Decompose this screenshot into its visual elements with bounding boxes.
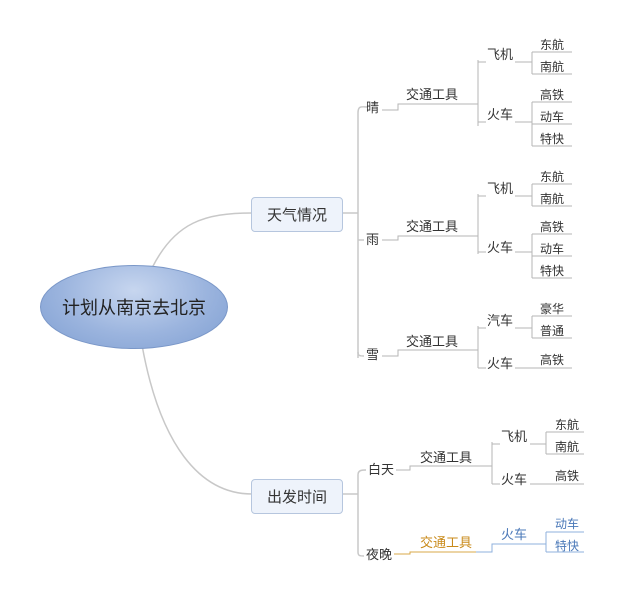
leaf-rainy-plane-1[interactable]: 东航 — [540, 170, 565, 184]
node-night-transport[interactable]: 交通工具 — [420, 536, 473, 551]
node-snowy-car[interactable]: 汽车 — [487, 314, 514, 329]
leaf-sunny-train-1[interactable]: 高铁 — [540, 88, 565, 102]
leaf-rainy-train-1[interactable]: 高铁 — [540, 220, 565, 234]
leaf-rainy-train-2[interactable]: 动车 — [540, 242, 565, 256]
connector-root-weather — [151, 212, 253, 269]
leaf-night-train-1[interactable]: 动车 — [555, 517, 580, 531]
leaf-sunny-plane-2[interactable]: 南航 — [540, 60, 565, 74]
leaf-day-train-1[interactable]: 高铁 — [555, 469, 580, 483]
node-time-label: 出发时间 — [266, 488, 327, 506]
connector-weather-sunny — [357, 106, 369, 114]
leaf-snowy-car-1[interactable]: 豪华 — [540, 302, 565, 316]
node-day[interactable]: 白天 — [368, 463, 395, 478]
node-time[interactable]: 出发时间 — [251, 479, 343, 514]
node-sunny-transport[interactable]: 交通工具 — [406, 88, 459, 103]
node-sunny-plane[interactable]: 飞机 — [487, 48, 514, 63]
connector-weather-conditions — [342, 113, 359, 358]
leaf-sunny-plane-1[interactable]: 东航 — [540, 38, 565, 52]
node-day-train[interactable]: 火车 — [501, 473, 528, 488]
node-weather-label: 天气情况 — [266, 206, 327, 224]
node-night-train[interactable]: 火车 — [501, 528, 528, 543]
node-rainy-train[interactable]: 火车 — [487, 241, 514, 256]
node-snowy-transport[interactable]: 交通工具 — [406, 335, 459, 350]
node-night[interactable]: 夜晚 — [366, 548, 393, 563]
leaf-day-plane-1[interactable]: 东航 — [555, 418, 580, 432]
node-weather[interactable]: 天气情况 — [251, 197, 343, 232]
leaf-rainy-plane-2[interactable]: 南航 — [540, 192, 565, 206]
node-rainy-plane[interactable]: 飞机 — [487, 182, 514, 197]
root-node[interactable]: 计划从南京去北京 — [40, 265, 228, 349]
leaf-snowy-train-1[interactable]: 高铁 — [540, 353, 565, 367]
leaf-sunny-train-2[interactable]: 动车 — [540, 110, 565, 124]
node-sunny[interactable]: 晴 — [366, 101, 380, 116]
root-label: 计划从南京去北京 — [62, 298, 206, 319]
leaf-sunny-train-3[interactable]: 特快 — [540, 132, 565, 146]
connector-root-time — [141, 344, 253, 495]
node-sunny-train[interactable]: 火车 — [487, 108, 514, 123]
node-snowy-train[interactable]: 火车 — [487, 357, 514, 372]
node-day-transport[interactable]: 交通工具 — [420, 451, 473, 466]
leaf-night-train-2[interactable]: 特快 — [555, 539, 580, 553]
leaf-day-plane-2[interactable]: 南航 — [555, 440, 580, 454]
node-rainy[interactable]: 雨 — [366, 233, 380, 248]
leaf-snowy-car-2[interactable]: 普通 — [540, 324, 565, 338]
connector-time-periods — [342, 475, 359, 552]
connector-weather-snowy — [357, 351, 365, 357]
connector-time-night — [357, 551, 365, 557]
node-day-plane[interactable]: 飞机 — [501, 430, 528, 445]
node-snowy[interactable]: 雪 — [366, 348, 380, 363]
leaf-rainy-train-3[interactable]: 特快 — [540, 264, 565, 278]
connector-time-day — [357, 469, 367, 476]
node-rainy-transport[interactable]: 交通工具 — [406, 220, 459, 235]
